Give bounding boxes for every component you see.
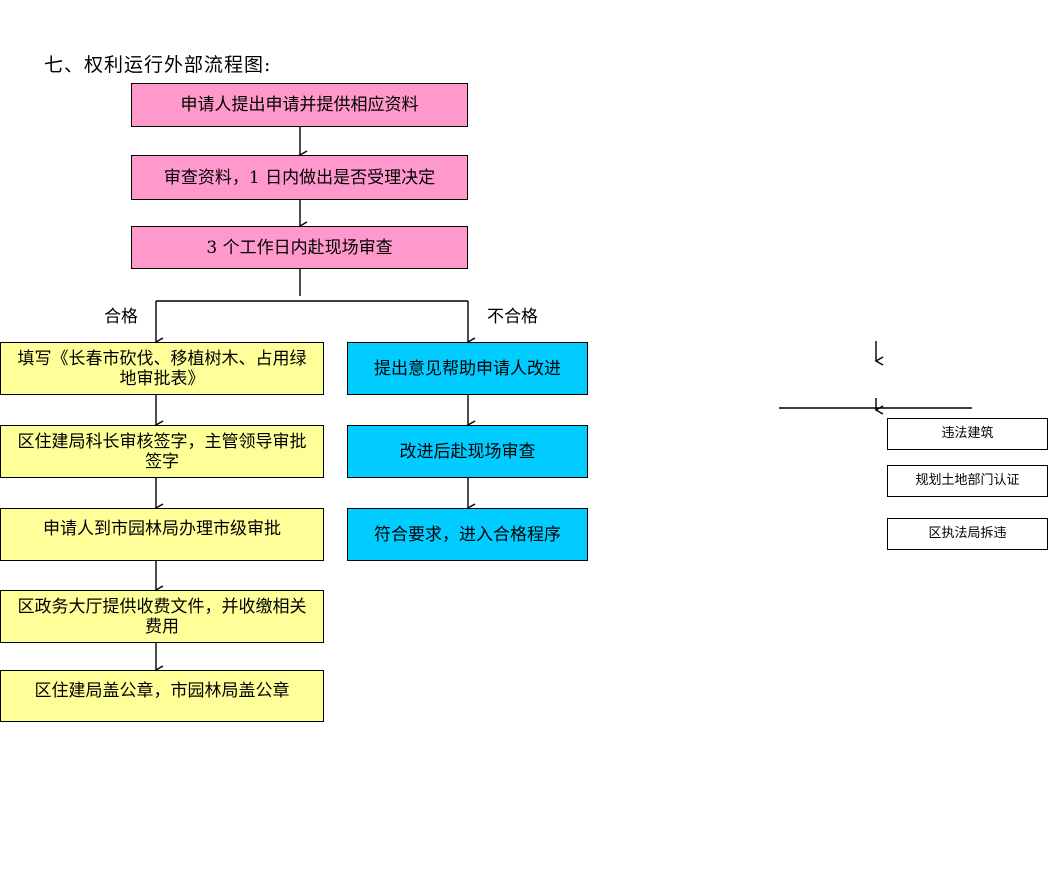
side-box-demolition: 区执法局拆违 (887, 518, 1048, 550)
branch-label-fail: 不合格 (487, 307, 538, 327)
main-step-2: 审查资料，1 日内做出是否受理决定 (131, 155, 468, 200)
branch-label-pass: 合格 (104, 307, 138, 327)
page-heading: 七、权利运行外部流程图: (44, 54, 272, 76)
main-step-3: 3 个工作日内赴现场审查 (131, 226, 468, 269)
pass-step-1: 填写《长春市砍伐、移植树木、占用绿地审批表》 (0, 342, 324, 395)
main-step-1: 申请人提出申请并提供相应资料 (131, 83, 468, 127)
fail-step-3: 符合要求，进入合格程序 (347, 508, 588, 561)
side-box-planning-certification: 规划土地部门认证 (887, 465, 1048, 497)
pass-step-5: 区住建局盖公章，市园林局盖公章 (0, 670, 324, 722)
fail-step-1: 提出意见帮助申请人改进 (347, 342, 588, 395)
fail-step-2: 改进后赴现场审查 (347, 425, 588, 478)
pass-step-2: 区住建局科长审核签字，主管领导审批签字 (0, 425, 324, 478)
pass-step-3: 申请人到市园林局办理市级审批 (0, 508, 324, 561)
pass-step-4: 区政务大厅提供收费文件，并收缴相关费用 (0, 590, 324, 643)
side-box-illegal-building: 违法建筑 (887, 418, 1048, 450)
